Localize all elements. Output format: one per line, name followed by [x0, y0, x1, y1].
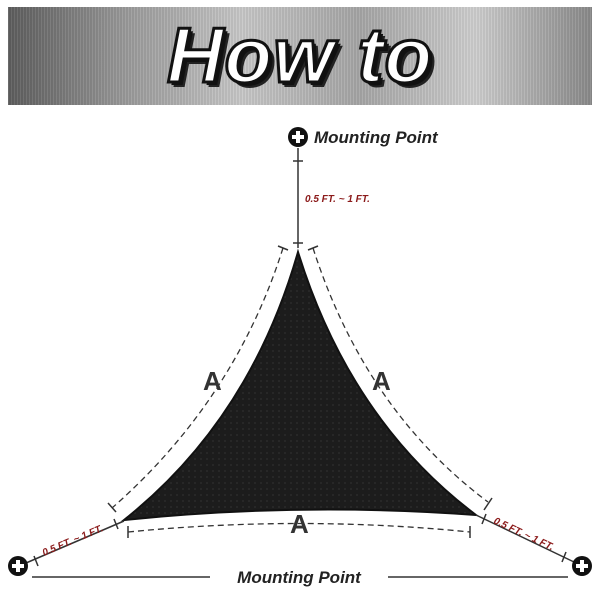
tick-mark [33, 555, 39, 567]
distance-label-top: 0.5 FT. ~ 1 FT. [305, 194, 370, 205]
mounting-point-icon [572, 556, 592, 576]
connector-line-left [25, 520, 125, 564]
mounting-point-label: Mounting Point [314, 128, 439, 147]
page-title: How to Measure [137, 10, 463, 106]
side-dimension-left [111, 247, 284, 509]
tick-mark [307, 245, 319, 251]
tick-mark [277, 245, 289, 251]
tick-mark [483, 497, 493, 511]
mounting-point-bottom-left [8, 556, 28, 576]
mounting-point-label: Mounting Point [237, 568, 362, 587]
tick-mark [561, 551, 567, 563]
connector-line-right [475, 514, 575, 563]
tick-mark [113, 518, 119, 530]
mounting-point-icon [8, 556, 28, 576]
mounting-point-bottom-right [572, 556, 592, 576]
shade-sail [120, 248, 480, 522]
mounting-point-icon [288, 127, 308, 147]
mounting-point-top: Mounting Point [288, 127, 439, 147]
tick-mark [107, 502, 117, 513]
tick-mark [481, 513, 487, 525]
header-banner: How to Measure [8, 7, 592, 105]
distance-label-left: 0.5 FT. ~ 1 FT. [41, 523, 105, 558]
side-label-bottom: A [290, 509, 309, 539]
distance-label-right: 0.5 FT. ~ 1 FT. [492, 516, 555, 553]
side-dimension-right [312, 247, 489, 503]
side-dimension-bottom [127, 522, 471, 533]
side-label-right: A [372, 366, 391, 396]
side-label-left: A [203, 366, 222, 396]
